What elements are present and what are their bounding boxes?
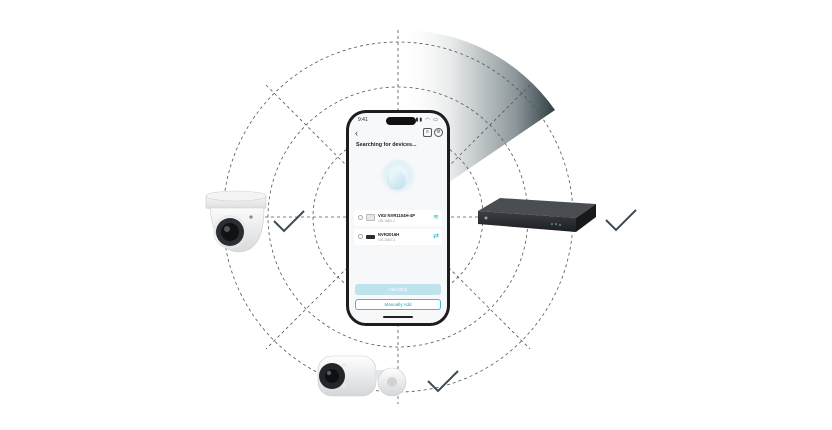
device-ip: 192.168.0.3 <box>378 238 395 242</box>
device-select-radio[interactable] <box>358 215 363 220</box>
device-list-item[interactable]: NVR2016H 192.168.0.3 ⇄ <box>354 229 442 245</box>
bullet-camera-illustration <box>317 355 407 397</box>
camera-thumbnail-icon <box>366 214 375 221</box>
device-name: VIGI NVR1104H-4P <box>378 213 416 218</box>
check-icon-dome <box>273 210 305 233</box>
nvr-recorder-illustration <box>478 198 596 232</box>
dome-camera-illustration <box>205 190 267 253</box>
add-devices-button[interactable]: Add (0/2) <box>355 284 441 295</box>
device-name: NVR2016H <box>378 232 400 237</box>
device-select-radio[interactable] <box>358 234 363 239</box>
status-time: 9:41 <box>358 117 368 123</box>
gear-icon[interactable]: ⚙ <box>434 128 443 137</box>
device-list-item[interactable]: VIGI NVR1104H-4P 192.168.0.2 ≋ <box>354 210 442 226</box>
phone-screen: 9:41 ▮▮ ◠ ▭ ‹ ≡ ⚙ Searching for devices.… <box>349 113 447 323</box>
page-title: Searching for devices... <box>356 142 417 148</box>
dynamic-island <box>386 117 416 125</box>
device-ip: 192.168.0.2 <box>378 219 395 223</box>
smartphone: 9:41 ▮▮ ◠ ▭ ‹ ≡ ⚙ Searching for devices.… <box>346 110 450 326</box>
manually-add-button[interactable]: Manually Add <box>355 299 441 310</box>
check-icon-nvr <box>605 209 637 232</box>
wifi-icon: ≋ <box>433 214 439 221</box>
nvr-thumbnail-icon <box>366 235 375 239</box>
list-icon[interactable]: ≡ <box>423 128 432 137</box>
back-arrow-icon[interactable]: ‹ <box>355 128 358 138</box>
status-icons: ▮▮ ◠ ▭ <box>415 117 439 123</box>
link-icon: ⇄ <box>433 233 439 240</box>
scanning-bulb-icon <box>389 170 405 188</box>
check-icon-bullet <box>427 370 459 393</box>
home-indicator <box>383 316 413 318</box>
